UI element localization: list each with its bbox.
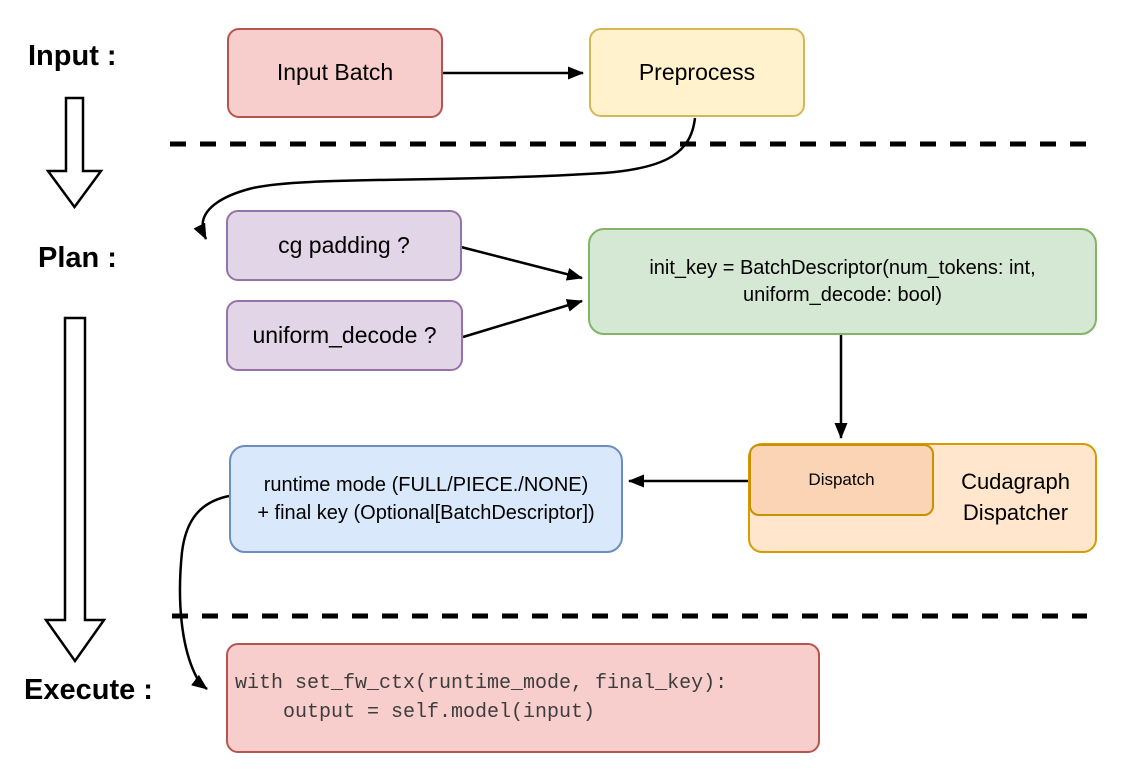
cudagraph-dispatcher-label: Cudagraph Dispatcher: [934, 443, 1097, 553]
node-input-batch: Input Batch: [227, 28, 443, 118]
node-dispatch: Dispatch: [749, 444, 934, 516]
runtime-mode-line2: + final key (Optional[BatchDescriptor]): [257, 502, 595, 524]
input-batch-label: Input Batch: [276, 59, 394, 86]
cudagraph-dispatcher-line1: Cudagraph: [961, 469, 1070, 495]
uniform-decode-label: uniform_decode ?: [252, 321, 437, 348]
runtime-mode-line1: runtime mode (FULL/PIECE./NONE): [263, 474, 589, 496]
plan-section-label: Plan :: [38, 242, 117, 274]
execute-code-line1: with set_fw_ctx(runtime_mode, final_key)…: [235, 672, 728, 695]
node-preprocess: Preprocess: [589, 28, 805, 117]
node-runtime-mode: runtime mode (FULL/PIECE./NONE) + final …: [229, 445, 623, 553]
arrow-uniform-decode-to-init-key: [462, 299, 583, 339]
node-init-key: init_key = BatchDescriptor(num_tokens: i…: [588, 228, 1097, 335]
init-key-line2: uniform_decode: bool): [742, 283, 942, 306]
node-uniform-decode: uniform_decode ?: [226, 300, 463, 371]
execute-code-line2: output = self.model(input): [235, 701, 596, 724]
arrow-runtime-mode-to-execute-code: [178, 494, 230, 690]
plan-section-arrow: [43, 316, 107, 664]
preprocess-label: Preprocess: [638, 58, 756, 85]
init-key-line1: init_key = BatchDescriptor(num_tokens: i…: [649, 256, 1036, 279]
arrow-preprocess-to-cg-padding: [193, 117, 697, 240]
node-cg-padding: cg padding ?: [226, 210, 462, 281]
dispatch-label: Dispatch: [808, 469, 875, 489]
execute-section-label: Execute :: [24, 674, 153, 706]
cg-padding-label: cg padding ?: [278, 231, 410, 258]
input-section-arrow: [45, 96, 104, 210]
cudagraph-dispatcher-line2: Dispatcher: [962, 500, 1069, 525]
arrow-cg-padding-to-init-key: [460, 245, 583, 281]
node-execute-code: with set_fw_ctx(runtime_mode, final_key)…: [226, 643, 820, 753]
input-section-label: Input :: [28, 40, 117, 72]
